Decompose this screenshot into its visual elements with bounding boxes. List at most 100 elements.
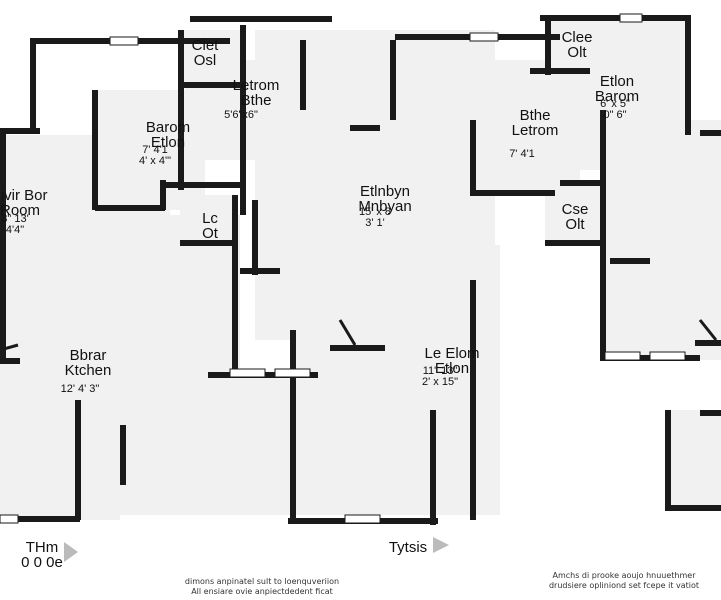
floor-east-lower [670, 410, 721, 505]
wall [390, 40, 396, 120]
wall [95, 205, 165, 211]
wall [540, 15, 690, 21]
wall [545, 20, 551, 75]
wall [695, 340, 721, 346]
label-line: Etlon [435, 360, 469, 377]
wall [700, 410, 721, 416]
label-line: Osl [194, 52, 217, 69]
disclaimer-note: dimons anpinatel sult to loenquveriion [185, 577, 339, 586]
wall [232, 195, 238, 375]
wall [290, 330, 296, 520]
door-swing [338, 319, 357, 346]
wall [160, 180, 166, 210]
label-line: Barom [146, 119, 190, 136]
floor-kitchen [0, 215, 120, 520]
room-dims: 6' x 5"0" 6" [600, 98, 630, 121]
label-line: Etlon [151, 134, 185, 151]
label-line: Letrom [233, 77, 280, 94]
label-line: 12' 4' 3" [61, 383, 100, 395]
wall [430, 410, 436, 525]
label-line: THm [26, 539, 59, 556]
label-line: 7' 4'1 [509, 148, 535, 160]
label-line: Ot [202, 225, 219, 242]
window [274, 368, 311, 378]
north-arrow-icon [433, 537, 449, 553]
floor-master-bedroom [295, 245, 500, 515]
wall [350, 125, 380, 131]
wall [700, 130, 721, 136]
window [604, 351, 641, 361]
window [344, 514, 381, 524]
wall [0, 130, 6, 360]
wall [178, 30, 184, 190]
north-arrow-icon [64, 542, 78, 562]
wall [545, 240, 605, 246]
wall [470, 190, 555, 196]
walls [0, 15, 721, 525]
label-line: 0 0 0e [21, 554, 63, 571]
label-line: 8" 13' [1, 213, 28, 225]
room-dims: 5'6"x6" [224, 109, 258, 121]
label-line: Clee [562, 29, 593, 46]
window [229, 368, 266, 378]
wall [665, 410, 671, 510]
floor-bathroom-right [470, 60, 580, 190]
window [0, 514, 19, 524]
label-line: 5'6"x6" [224, 109, 258, 121]
wall [0, 128, 40, 134]
label-line: 2' x 15" [422, 376, 458, 388]
label-line: Cse [562, 201, 589, 218]
wall [470, 280, 476, 520]
wall [180, 240, 235, 246]
label-line: Olt [567, 44, 587, 61]
label-line: 11" 13" [423, 365, 458, 377]
wall [300, 40, 306, 110]
label-line: Ktchen [65, 362, 112, 379]
label-line: Etlnbyn [360, 183, 410, 200]
wall [665, 505, 721, 511]
floor-hall [80, 215, 300, 515]
wall [190, 16, 332, 22]
room-dims: 8" 13'4'4" [1, 213, 28, 236]
wall [75, 400, 81, 520]
window [619, 13, 643, 23]
label-line: Livir Bor [0, 187, 48, 204]
disclaimer-note: Amchs di prooke aoujo hnuuethmer [552, 571, 696, 580]
label-line: Bbrar [70, 347, 107, 364]
wall [530, 68, 590, 74]
label-line: Letrom [512, 122, 559, 139]
wall [0, 516, 80, 522]
label-line: Room [0, 202, 40, 219]
wall [560, 180, 605, 186]
wall [0, 358, 20, 364]
wall [330, 345, 385, 351]
disclaimer-note: All ensiare ovie anpiectdedent ficat [191, 587, 333, 596]
room-dims: 11" 13"2' x 15" [422, 365, 458, 388]
room-dims: 12' 4' 3" [61, 383, 100, 395]
wall [600, 110, 606, 360]
label-line: 15' x 8 [359, 206, 391, 218]
label-line: Clet [192, 37, 220, 54]
label-line: Barom [595, 88, 639, 105]
label-line: 4'4" [6, 224, 24, 236]
label-line: 6' x 5" [600, 98, 630, 110]
window [649, 351, 686, 361]
wall [120, 425, 126, 485]
label-line: 0" 6" [603, 109, 626, 121]
windows [0, 13, 686, 524]
label-line: 4' x 4'" [139, 155, 171, 167]
